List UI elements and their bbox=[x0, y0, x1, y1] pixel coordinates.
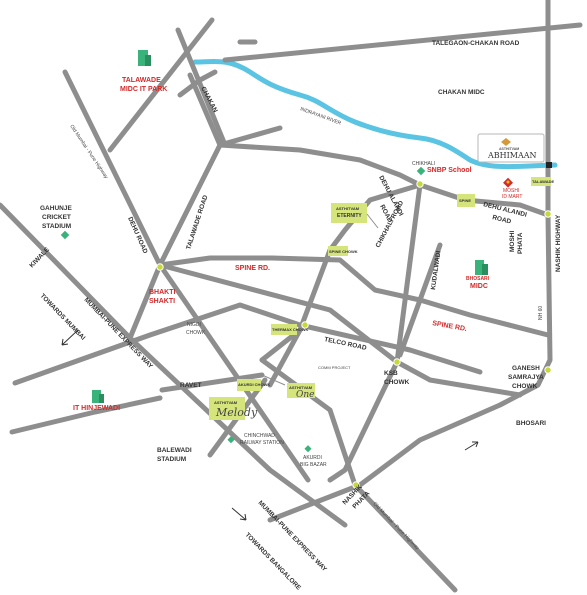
abhimaan-project-badge: ASTHITVAM ABHIMAAN bbox=[477, 133, 552, 168]
melody-tag bbox=[209, 397, 245, 420]
one-label: One bbox=[296, 390, 315, 400]
chinchwad-label-1: CHINCHWAD bbox=[244, 433, 275, 439]
ksb-chowk-label-1: KSB bbox=[384, 370, 398, 377]
chakan-midc-label: CHAKAN MIDC bbox=[438, 89, 485, 96]
ksb-chowk-label-2: CHOWK bbox=[384, 379, 410, 386]
talawade-midc-label-2: MIDC IT PARK bbox=[120, 86, 167, 93]
bhosari-midc-label-2: MIDC bbox=[470, 283, 488, 290]
thermax-chowk-tag: THERMAX CHOWK bbox=[272, 327, 309, 332]
balewadi-label-1: BALEWADI bbox=[157, 447, 192, 454]
comm-project-label: COMM PROJECT bbox=[318, 365, 351, 370]
dehu-alandi-road-2b: ROAD bbox=[492, 214, 513, 225]
gahunje-label-3: STADIUM bbox=[42, 223, 71, 230]
nh60-label: NH 60 bbox=[538, 306, 544, 320]
project-tags: SPINE SPINE CHOWK THERMAX CHOWK AKURDI C… bbox=[209, 177, 554, 420]
nashik-highway-label: NASHIK HIGHWAY bbox=[555, 214, 562, 272]
spine-chowk-tag: SPINE CHOWK bbox=[329, 249, 358, 254]
moshi-phata-label-b: PHATA bbox=[517, 232, 524, 254]
arrow-towards-bangalore-icon bbox=[231, 507, 247, 521]
spine-rd-label-2: SPINE RD. bbox=[432, 320, 468, 333]
station-icon bbox=[227, 436, 235, 444]
ganesh-label-2: SAMRAJYA bbox=[508, 374, 544, 381]
chikhali-label: CHIKHALI bbox=[412, 161, 435, 167]
building-icon bbox=[475, 260, 484, 275]
towards-mumbai-label: TOWARDS MUMBAI bbox=[39, 293, 87, 342]
building-icon bbox=[138, 50, 148, 66]
moshi-market-label-b: ID MART bbox=[502, 194, 522, 200]
eternity-tag bbox=[331, 203, 367, 223]
talegaon-chakan-road-label: TALEGAON-CHAKAN ROAD bbox=[432, 40, 520, 47]
talawade-chowk-tag: TALAWADE bbox=[532, 179, 554, 184]
kudalwadi-label: KUDALWADI bbox=[430, 250, 442, 290]
mall-icon bbox=[304, 445, 312, 453]
one-sub-label: ASTHITVAM bbox=[289, 385, 313, 390]
indrayani-river bbox=[192, 58, 558, 170]
arrow-bhosari-icon bbox=[464, 441, 479, 451]
bhosari-label: BHOSARI bbox=[516, 420, 546, 427]
moshi-market-label: MOSHI bbox=[503, 188, 519, 194]
spine-rd-label-1: SPINE RD. bbox=[235, 265, 270, 272]
bhakti-shakti-label-2: SHAKTI bbox=[149, 298, 175, 305]
balewadi-label-2: STADIUM bbox=[157, 456, 186, 463]
abhimaan-label: ABHIMAAN bbox=[487, 151, 537, 160]
one-tag bbox=[287, 383, 315, 398]
snbp-school-label: SNBP School bbox=[427, 167, 472, 174]
gahunje-label-2: CRICKET bbox=[42, 214, 71, 221]
stadium-icon bbox=[60, 230, 70, 240]
talawade-midc-label-1: TALAWADE bbox=[122, 77, 161, 84]
dehu-alandi-chowk-tag: SPINE bbox=[459, 198, 471, 203]
melody-sub-label: ASTHITVAM bbox=[214, 400, 238, 405]
school-icon bbox=[416, 166, 426, 176]
nigdi-chowk-label-1: NIGDI bbox=[187, 322, 201, 328]
junction-markers bbox=[156, 180, 552, 489]
indrayani-river-label: INDRAYANI RIVER bbox=[299, 106, 342, 127]
ganesh-label-1: GANESH bbox=[512, 365, 540, 372]
moshi-phata-label: MOSHI bbox=[509, 231, 516, 253]
building-icon bbox=[99, 394, 104, 403]
old-highway-south-label: Old Mumbai - Pune Highway bbox=[372, 501, 421, 551]
building-icon bbox=[92, 390, 101, 403]
ravet-label: RAVET bbox=[180, 382, 202, 389]
building-icon bbox=[482, 264, 488, 275]
chinchwad-label-2: RAILWAY STATION bbox=[240, 440, 284, 446]
eternity-sub-label: ASTHITVAM bbox=[336, 206, 360, 211]
place-markers bbox=[60, 50, 513, 453]
bhakti-shakti-label-1: BHAKTI bbox=[149, 289, 175, 296]
gahunje-label-1: GAHUNJE bbox=[40, 205, 72, 212]
abhimaan-sub-label: ASTHITVAM bbox=[499, 147, 519, 151]
nigdi-chowk-label-2: CHOWK bbox=[186, 330, 206, 336]
akurdi-label-2: BIG BAZAR bbox=[300, 462, 327, 468]
eternity-label: ETERNITY bbox=[337, 213, 362, 219]
market-icon-core bbox=[506, 180, 510, 184]
melody-label: Melody bbox=[215, 406, 258, 419]
ganesh-label-3: CHOWK bbox=[512, 383, 538, 390]
it-hinjewadi-label: IT HINJEWADI bbox=[73, 405, 120, 412]
akurdi-chowk-tag: AKURDI CHOWK bbox=[238, 382, 270, 387]
arrow-towards-mumbai-icon bbox=[61, 329, 79, 346]
bhosari-midc-label-1: BHOSARI bbox=[466, 276, 490, 282]
akurdi-label-1: AKURDI bbox=[303, 455, 322, 461]
building-icon bbox=[145, 55, 151, 66]
